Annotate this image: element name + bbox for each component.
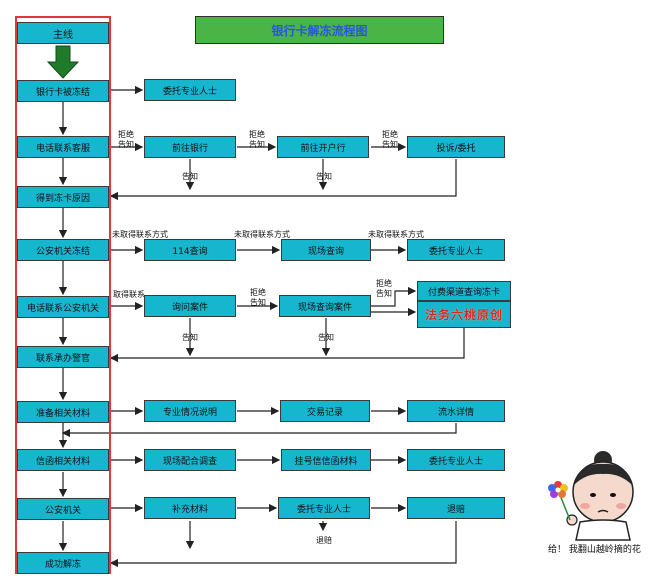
r8-delegate-box: 委托专业人士 bbox=[407, 449, 505, 471]
r9-refund-box: 退赔 bbox=[407, 497, 505, 519]
r9-supplement-box: 补充材料 bbox=[144, 497, 236, 519]
r4-114-box: 114查询 bbox=[144, 239, 236, 261]
r2-go-bank-box: 前往银行 bbox=[144, 136, 236, 158]
step-call-service: 电话联系客服 bbox=[17, 136, 109, 158]
r5-ask-case-box: 询问案件 bbox=[144, 295, 236, 317]
r4-no-contact-label-2: 未取得联系方式 bbox=[234, 230, 290, 239]
r5-refuse-label-2: 拒绝告知 bbox=[376, 279, 392, 298]
step-letter-materials: 信函相关材料 bbox=[17, 449, 109, 471]
r2-refuse-label-3: 拒绝告知 bbox=[382, 130, 398, 149]
meme-sticker-image bbox=[548, 451, 634, 541]
r8-registered-letter-box: 挂号信信函材料 bbox=[281, 449, 371, 471]
r5-watermark-box: 法务六桃原创 bbox=[417, 301, 511, 328]
r2-go-branch-box: 前往开户行 bbox=[277, 136, 369, 158]
step-success: 成功解冻 bbox=[17, 552, 109, 574]
mainline-head: 主线 bbox=[17, 22, 109, 44]
r5-inform-label-2: 告知 bbox=[318, 333, 334, 342]
r4-delegate-box: 委托专业人士 bbox=[407, 239, 505, 261]
r1-delegate-box: 委托专业人士 bbox=[144, 79, 236, 101]
step-contact-officer: 联系承办警官 bbox=[17, 346, 109, 368]
r2-complain-box: 投诉/委托 bbox=[407, 136, 505, 158]
meme-caption: 给！ 我翻山越岭摘的花 bbox=[548, 545, 641, 555]
r4-no-contact-label-3: 未取得联系方式 bbox=[368, 230, 424, 239]
r2-inform-label-1: 告知 bbox=[182, 172, 198, 181]
r7-statement-box: 流水详情 bbox=[407, 400, 505, 422]
r7-explain-box: 专业情况说明 bbox=[144, 400, 236, 422]
step-police-freeze: 公安机关冻结 bbox=[17, 239, 109, 261]
step-get-reason: 得到冻卡原因 bbox=[17, 186, 109, 208]
step-police-organ: 公安机关 bbox=[17, 498, 109, 520]
diagram-title: 银行卡解冻流程图 bbox=[195, 16, 444, 44]
r5-onsite-case-box: 现场查询案件 bbox=[279, 295, 371, 317]
step-card-frozen: 银行卡被冻结 bbox=[17, 80, 109, 102]
r2-refuse-label-2: 拒绝告知 bbox=[249, 130, 265, 149]
r9-delegate-box: 委托专业人士 bbox=[278, 497, 370, 519]
r5-inform-label-1: 告知 bbox=[182, 333, 198, 342]
r5-get-contact-label: 取得联系 bbox=[113, 290, 145, 299]
step-call-police: 电话联系公安机关 bbox=[17, 296, 109, 318]
r2-refuse-label-1: 拒绝告知 bbox=[118, 130, 134, 149]
r4-onsite-box: 现场查询 bbox=[281, 239, 371, 261]
step-prepare-materials: 准备相关材料 bbox=[17, 401, 109, 423]
r2-inform-label-2: 告知 bbox=[316, 172, 332, 181]
r5-paid-query-box: 付费渠道查询冻卡 bbox=[417, 281, 511, 301]
r4-no-contact-label-1: 未取得联系方式 bbox=[112, 230, 168, 239]
r5-refuse-label-1: 拒绝告知 bbox=[250, 288, 266, 307]
r8-cooperate-box: 现场配合调查 bbox=[144, 449, 236, 471]
r7-transactions-box: 交易记录 bbox=[280, 400, 370, 422]
r9-refund-label: 退赔 bbox=[316, 536, 332, 545]
